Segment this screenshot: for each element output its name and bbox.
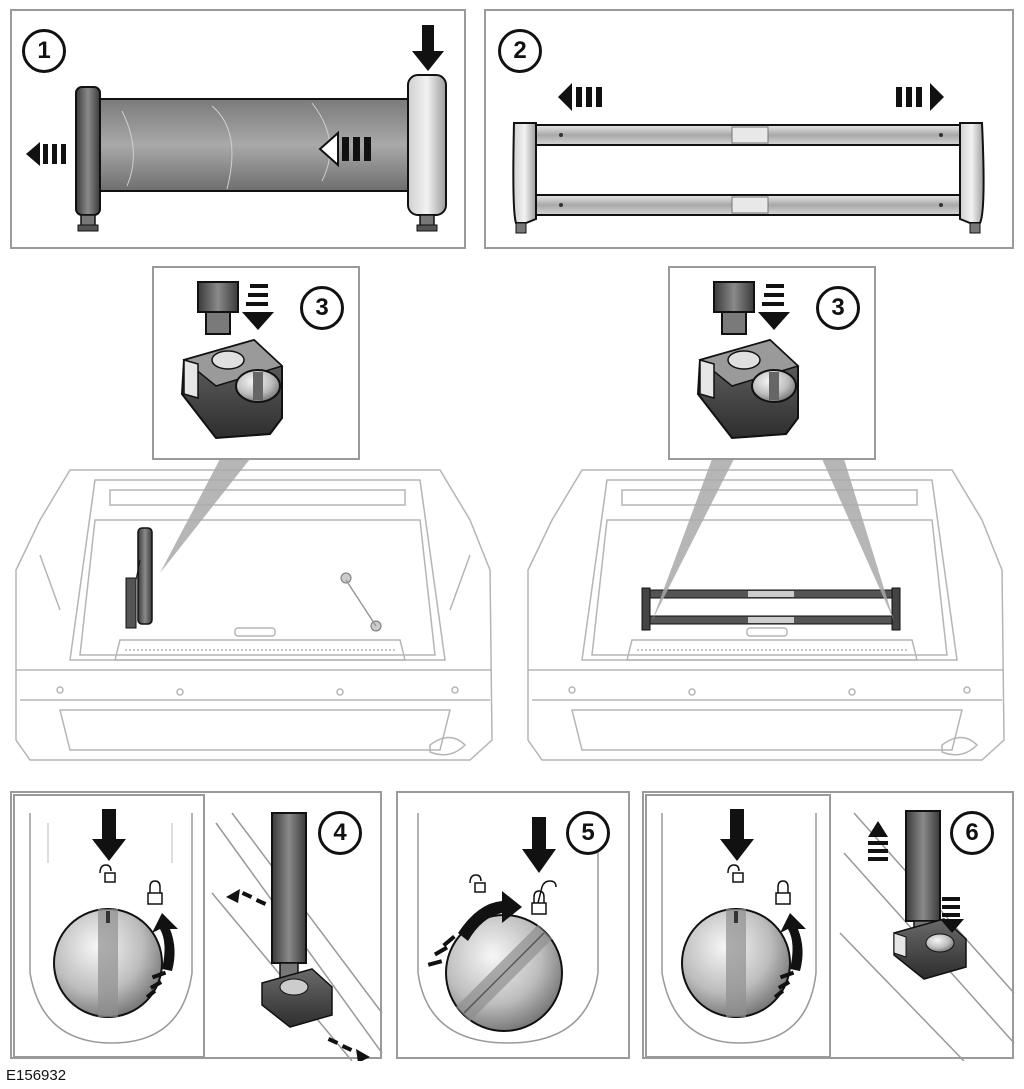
figure-reference-code: E156932 (6, 1067, 67, 1084)
step-number: 3 (816, 286, 860, 330)
locked-icon (147, 880, 163, 905)
dial-lock-illustration (417, 813, 599, 1044)
locking-socket-illustration (180, 281, 284, 440)
car-outline (527, 469, 1005, 761)
unlocked-icon (727, 864, 744, 883)
right-end-post (959, 122, 985, 224)
step-number: 2 (498, 29, 542, 73)
step-5-panel: 5 (396, 791, 630, 1059)
car-outline (15, 469, 493, 761)
fitted-frame-barrier (641, 587, 901, 631)
arrow-up-icon (868, 821, 888, 861)
vehicle-rear-left (0, 460, 512, 780)
step-3-right-panel: 3 (668, 266, 876, 460)
unlocked-icon (99, 864, 116, 883)
step-number: 1 (22, 29, 66, 73)
rotate-clockwise-icon (427, 891, 522, 967)
fitted-roller-barrier (137, 527, 153, 625)
arrow-right-icon (327, 1037, 370, 1061)
arrow-left-icon (226, 889, 267, 906)
step-number: 3 (300, 286, 344, 330)
arrow-left-icon (26, 142, 66, 166)
step-1-panel: 1 (10, 9, 466, 249)
arrow-left-icon (558, 83, 602, 111)
arrow-down-icon (758, 284, 790, 330)
arrow-down-icon (92, 809, 126, 861)
arrow-down-icon (720, 809, 754, 861)
barrier-roller-illustration (26, 25, 447, 232)
left-end-post (512, 122, 537, 224)
vehicle-rear-right (512, 460, 1024, 780)
dial-remove-illustration (645, 794, 1015, 1061)
arrow-down-icon (940, 897, 964, 933)
step-number: 6 (950, 811, 994, 855)
rotate-clockwise-icon (773, 913, 806, 999)
step-3-left-panel: 3 (152, 266, 360, 460)
arrow-right-icon (896, 83, 944, 111)
locked-icon (775, 880, 791, 905)
barrier-post (905, 810, 941, 922)
callout-pointer-left (160, 459, 250, 573)
step-6-panel: 6 (642, 791, 1015, 1061)
step-2-panel: 2 (484, 9, 1014, 249)
extendable-frame-illustration (512, 83, 985, 234)
barrier-post (271, 812, 307, 964)
step-number: 5 (566, 811, 610, 855)
arrow-left-icon (318, 130, 371, 168)
rotate-clockwise-icon (145, 913, 178, 999)
net-blind (99, 98, 415, 192)
step-number: 4 (318, 811, 362, 855)
socket-block (261, 968, 333, 1028)
locked-icon (531, 890, 547, 915)
callout-pointer-right (652, 459, 894, 621)
arrow-down-icon (412, 25, 444, 71)
left-post (75, 86, 101, 216)
locking-socket-illustration (696, 281, 800, 440)
arrow-down-icon (522, 817, 556, 873)
roller-cassette (407, 74, 447, 216)
unlocked-icon (469, 874, 486, 893)
step-4-panel: 4 (10, 791, 383, 1061)
arrow-down-icon (242, 284, 274, 330)
dial-unlock-illustration (13, 794, 383, 1061)
